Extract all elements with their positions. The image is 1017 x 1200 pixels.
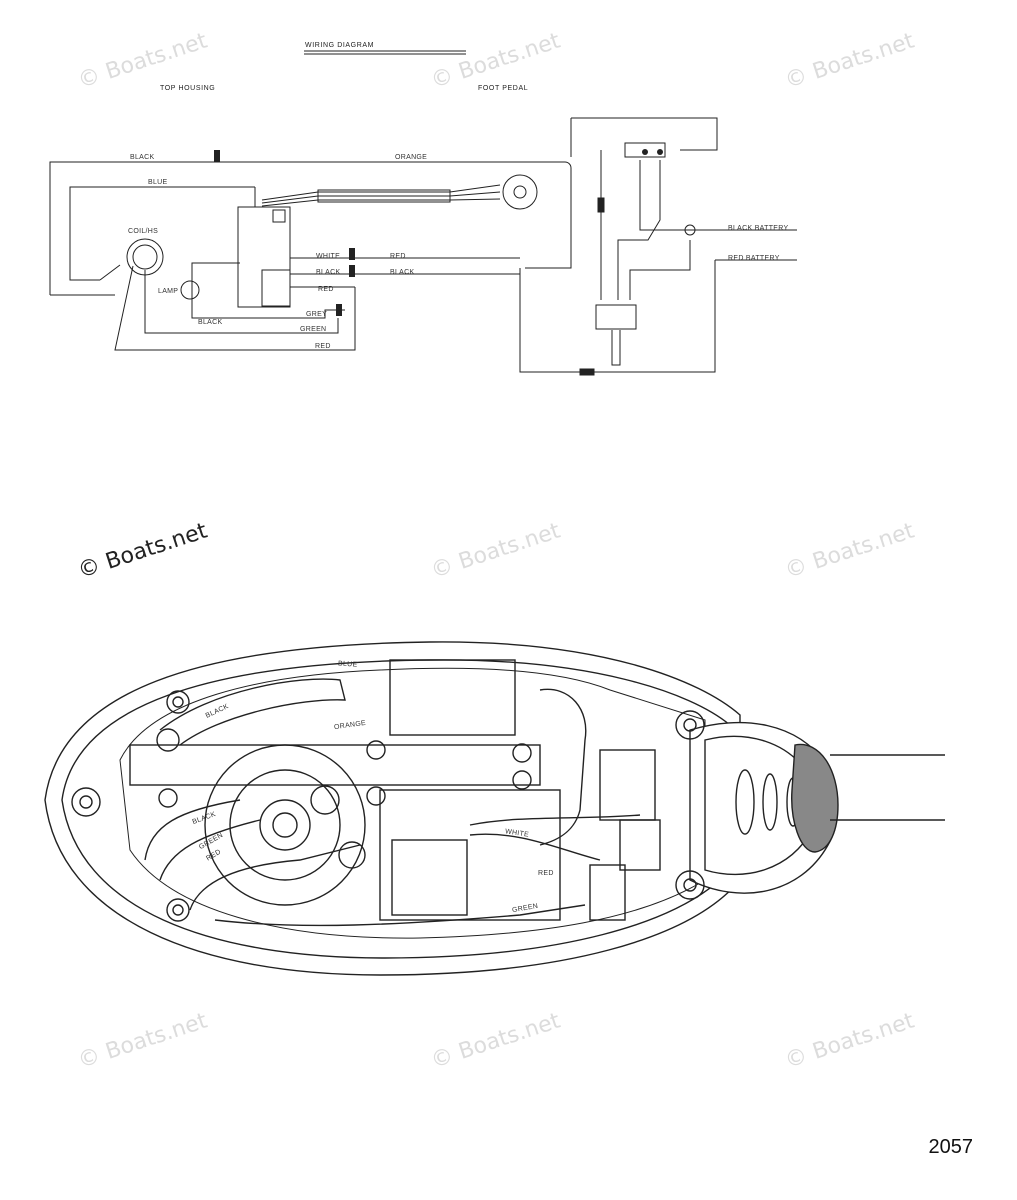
wire-black-battery: BLACK BATTERY — [728, 225, 789, 232]
wire-black-top: BLACK — [130, 154, 155, 161]
section-top-housing: TOP HOUSING — [160, 85, 216, 92]
watermark: © Boats.net — [782, 518, 918, 584]
label-coil: COIL/HS — [128, 228, 159, 235]
wire-red-bottom: RED — [315, 343, 331, 350]
wire-grey: GREY — [306, 311, 328, 318]
watermark: © Boats.net — [782, 1008, 918, 1074]
wiring-schematic — [49, 50, 797, 376]
top-housing-drawing — [44, 641, 945, 976]
wire-black-lower: BLACK — [198, 319, 223, 326]
wire-black-right: BLACK — [390, 269, 415, 276]
wire-orange: ORANGE — [395, 154, 428, 161]
wire-black-mid: BLACK — [316, 269, 341, 276]
watermark: © Boats.net — [428, 518, 564, 584]
watermark: © Boats.net — [75, 1008, 211, 1074]
wire-red-a: RED — [318, 286, 334, 293]
housing-label-blue: BLUE — [337, 660, 358, 669]
label-lamp: LAMP — [158, 288, 179, 295]
section-foot-pedal: FOOT PEDAL — [478, 85, 529, 92]
housing-label-red: RED — [538, 870, 554, 877]
watermark: © Boats.net — [75, 518, 211, 584]
page-number: 2057 — [928, 1136, 974, 1158]
diagram-title: WIRING DIAGRAM — [305, 42, 375, 49]
wire-red-b: RED — [390, 253, 406, 260]
wire-blue: BLUE — [148, 179, 168, 186]
wire-green: GREEN — [300, 326, 327, 333]
wire-red-battery: RED BATTERY — [728, 255, 780, 262]
watermark: © Boats.net — [428, 1008, 564, 1074]
wire-white: WHITE — [316, 253, 341, 260]
